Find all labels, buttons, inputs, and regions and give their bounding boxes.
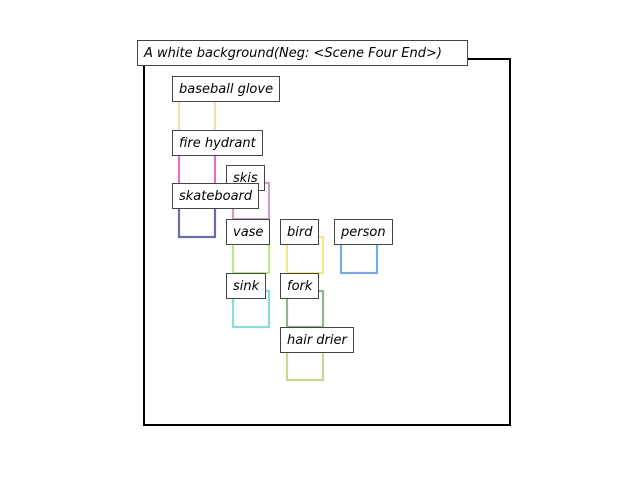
caption-label: A white background(Neg: <Scene Four End>… [137,40,468,66]
label-baseball-glove: baseball glove [172,76,281,102]
scene-frame [143,58,511,426]
label-fire-hydrant: fire hydrant [172,130,263,156]
label-bird: bird [280,219,320,245]
label-sink: sink [226,273,267,299]
label-vase: vase [226,219,271,245]
label-hair-drier: hair drier [280,327,354,353]
label-skateboard: skateboard [172,183,260,209]
label-fork: fork [280,273,320,299]
label-person: person [334,219,393,245]
